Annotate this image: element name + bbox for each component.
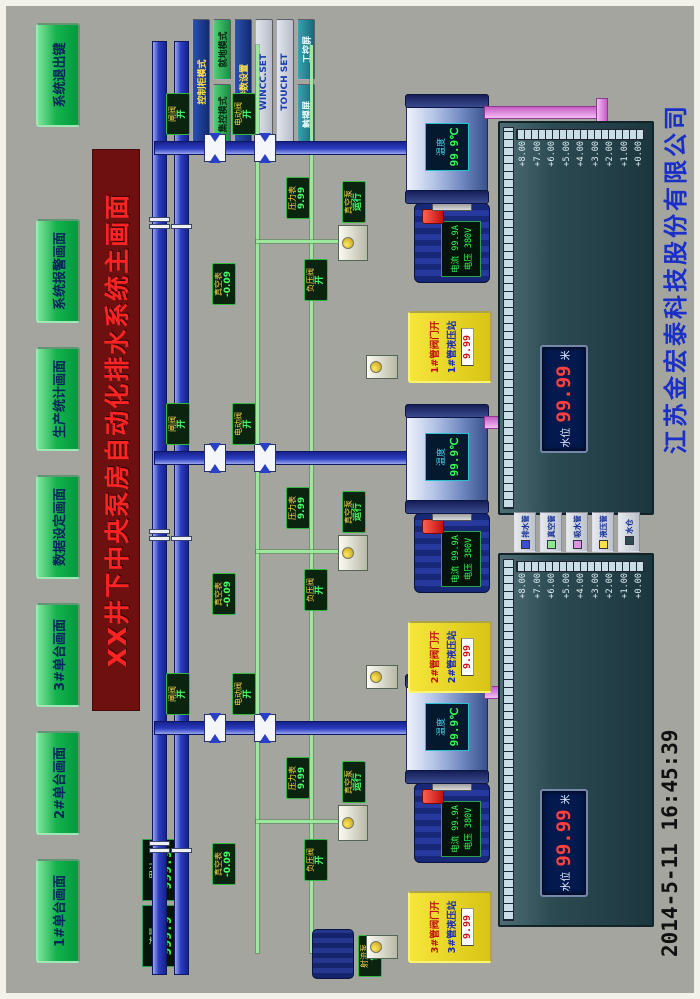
motor-valve-tag: 电动阀开 bbox=[232, 403, 256, 445]
level-ruler-side bbox=[516, 561, 644, 572]
suction-valve-tag: 负压阀开 bbox=[304, 839, 328, 881]
hydraulic-panel[interactable]: 2#管阀门开 2#管液压站 9.99 bbox=[408, 621, 492, 693]
suction-pipe bbox=[484, 106, 606, 119]
check-valve-icon[interactable] bbox=[254, 444, 276, 472]
temperature-display: 温度 99.9℃ bbox=[425, 123, 469, 171]
nav-button-pump1-screen[interactable]: 1#单台画面 bbox=[36, 859, 80, 963]
riser-pipe bbox=[154, 141, 408, 155]
vacuum-branch-line bbox=[256, 240, 338, 243]
nav-button-pump3-screen[interactable]: 3#单台画面 bbox=[36, 603, 80, 707]
legend-chip-drain-pipe[interactable]: 排水管 bbox=[514, 512, 536, 552]
check-valve-icon[interactable] bbox=[254, 134, 276, 162]
motor-valve-tag: 电动阀开 bbox=[232, 93, 256, 135]
vacuum-gauge-tag: 真空表-0.09 bbox=[212, 573, 236, 615]
hydraulic-panel[interactable]: 3#管阀门开 3#管液压站 9.99 bbox=[408, 891, 492, 963]
datetime-text: 2014-5-11 16:45:39 bbox=[658, 729, 682, 957]
level-ruler-top bbox=[503, 559, 514, 921]
stop-button[interactable] bbox=[422, 519, 444, 534]
gate-valve-tag: 闸阀开 bbox=[166, 93, 190, 135]
pump-body[interactable]: 温度 99.9℃ bbox=[405, 404, 489, 514]
vacuum-pump-icon[interactable] bbox=[338, 225, 368, 261]
level-ruler-top bbox=[503, 127, 514, 509]
vacuum-pump-tag: 真空泵运行 bbox=[342, 761, 366, 803]
system-exit-button[interactable]: 系统退出键 bbox=[36, 23, 80, 127]
pump-end-cap bbox=[405, 500, 489, 514]
level-ruler-side bbox=[516, 129, 644, 140]
oil-pump-icon bbox=[366, 935, 398, 959]
suction-valve-tag: 负压阀开 bbox=[304, 569, 328, 611]
water-sump-1: +8.00+7.00 +6.00+5.00 +4.00+3.00 +2.00+1… bbox=[498, 121, 654, 515]
stop-button[interactable] bbox=[422, 209, 444, 224]
legend-chip-vacuum-pipe[interactable]: 真空管 bbox=[540, 512, 562, 552]
level-scale: +8.00+7.00 +6.00+5.00 +4.00+3.00 +2.00+1… bbox=[518, 141, 644, 167]
riser-pipe bbox=[154, 451, 408, 465]
vacuum-gauge-tag: 真空表-0.09 bbox=[212, 843, 236, 885]
nav-button-system-alarm[interactable]: 系统报警画面 bbox=[36, 219, 80, 323]
vacuum-pump-icon[interactable] bbox=[338, 805, 368, 841]
pump-end-cap bbox=[405, 770, 489, 784]
stop-button[interactable] bbox=[422, 789, 444, 804]
nav-button-pump2-screen[interactable]: 2#单台画面 bbox=[36, 731, 80, 835]
legend-chip-sump[interactable]: 水仓 bbox=[618, 512, 640, 552]
nav-button-data-setting[interactable]: 数据设定画面 bbox=[36, 475, 80, 579]
level-scale: +8.00+7.00 +6.00+5.00 +4.00+3.00 +2.00+1… bbox=[518, 573, 644, 599]
pump-end-cap bbox=[405, 190, 489, 204]
water-level-display-1: 水位 99.99 米 bbox=[540, 345, 588, 453]
pump-end-cap bbox=[405, 94, 489, 108]
legend-chip-suction-pipe[interactable]: 吸水管 bbox=[566, 512, 588, 552]
temperature-display: 温度 99.9℃ bbox=[425, 433, 469, 481]
vacuum-pump-tag: 真空泵运行 bbox=[342, 491, 366, 533]
page-title: XX井下中央泵房自动化排水系统主画面 bbox=[92, 149, 140, 711]
gate-valve-tag: 闸阀开 bbox=[166, 403, 190, 445]
legend-chip-hydraulic-pipe[interactable]: 液压管 bbox=[592, 512, 614, 552]
nav-button-production-stats[interactable]: 生产统计画面 bbox=[36, 347, 80, 451]
oil-pump-icon bbox=[366, 665, 398, 689]
vacuum-branch-line bbox=[256, 820, 338, 823]
hydraulic-panel[interactable]: 1#管阀门开 1#管液压站 9.99 bbox=[408, 311, 492, 383]
riser-pipe bbox=[154, 721, 408, 735]
water-level-display-2: 水位 99.99 米 bbox=[540, 789, 588, 897]
pump-body[interactable]: 温度 99.9℃ bbox=[405, 94, 489, 204]
oil-pump-icon bbox=[366, 355, 398, 379]
vacuum-gauge-tag: 真空表-0.09 bbox=[212, 263, 236, 305]
gate-valve-icon[interactable] bbox=[204, 444, 226, 472]
vacuum-pump-icon[interactable] bbox=[338, 535, 368, 571]
suction-valve-tag: 负压阀开 bbox=[304, 259, 328, 301]
gate-valve-icon[interactable] bbox=[204, 134, 226, 162]
company-name: 江苏金宏泰科技股份有限公司 bbox=[662, 103, 690, 454]
vacuum-pump-tag: 真空泵运行 bbox=[342, 181, 366, 223]
vacuum-branch-line bbox=[256, 550, 338, 553]
